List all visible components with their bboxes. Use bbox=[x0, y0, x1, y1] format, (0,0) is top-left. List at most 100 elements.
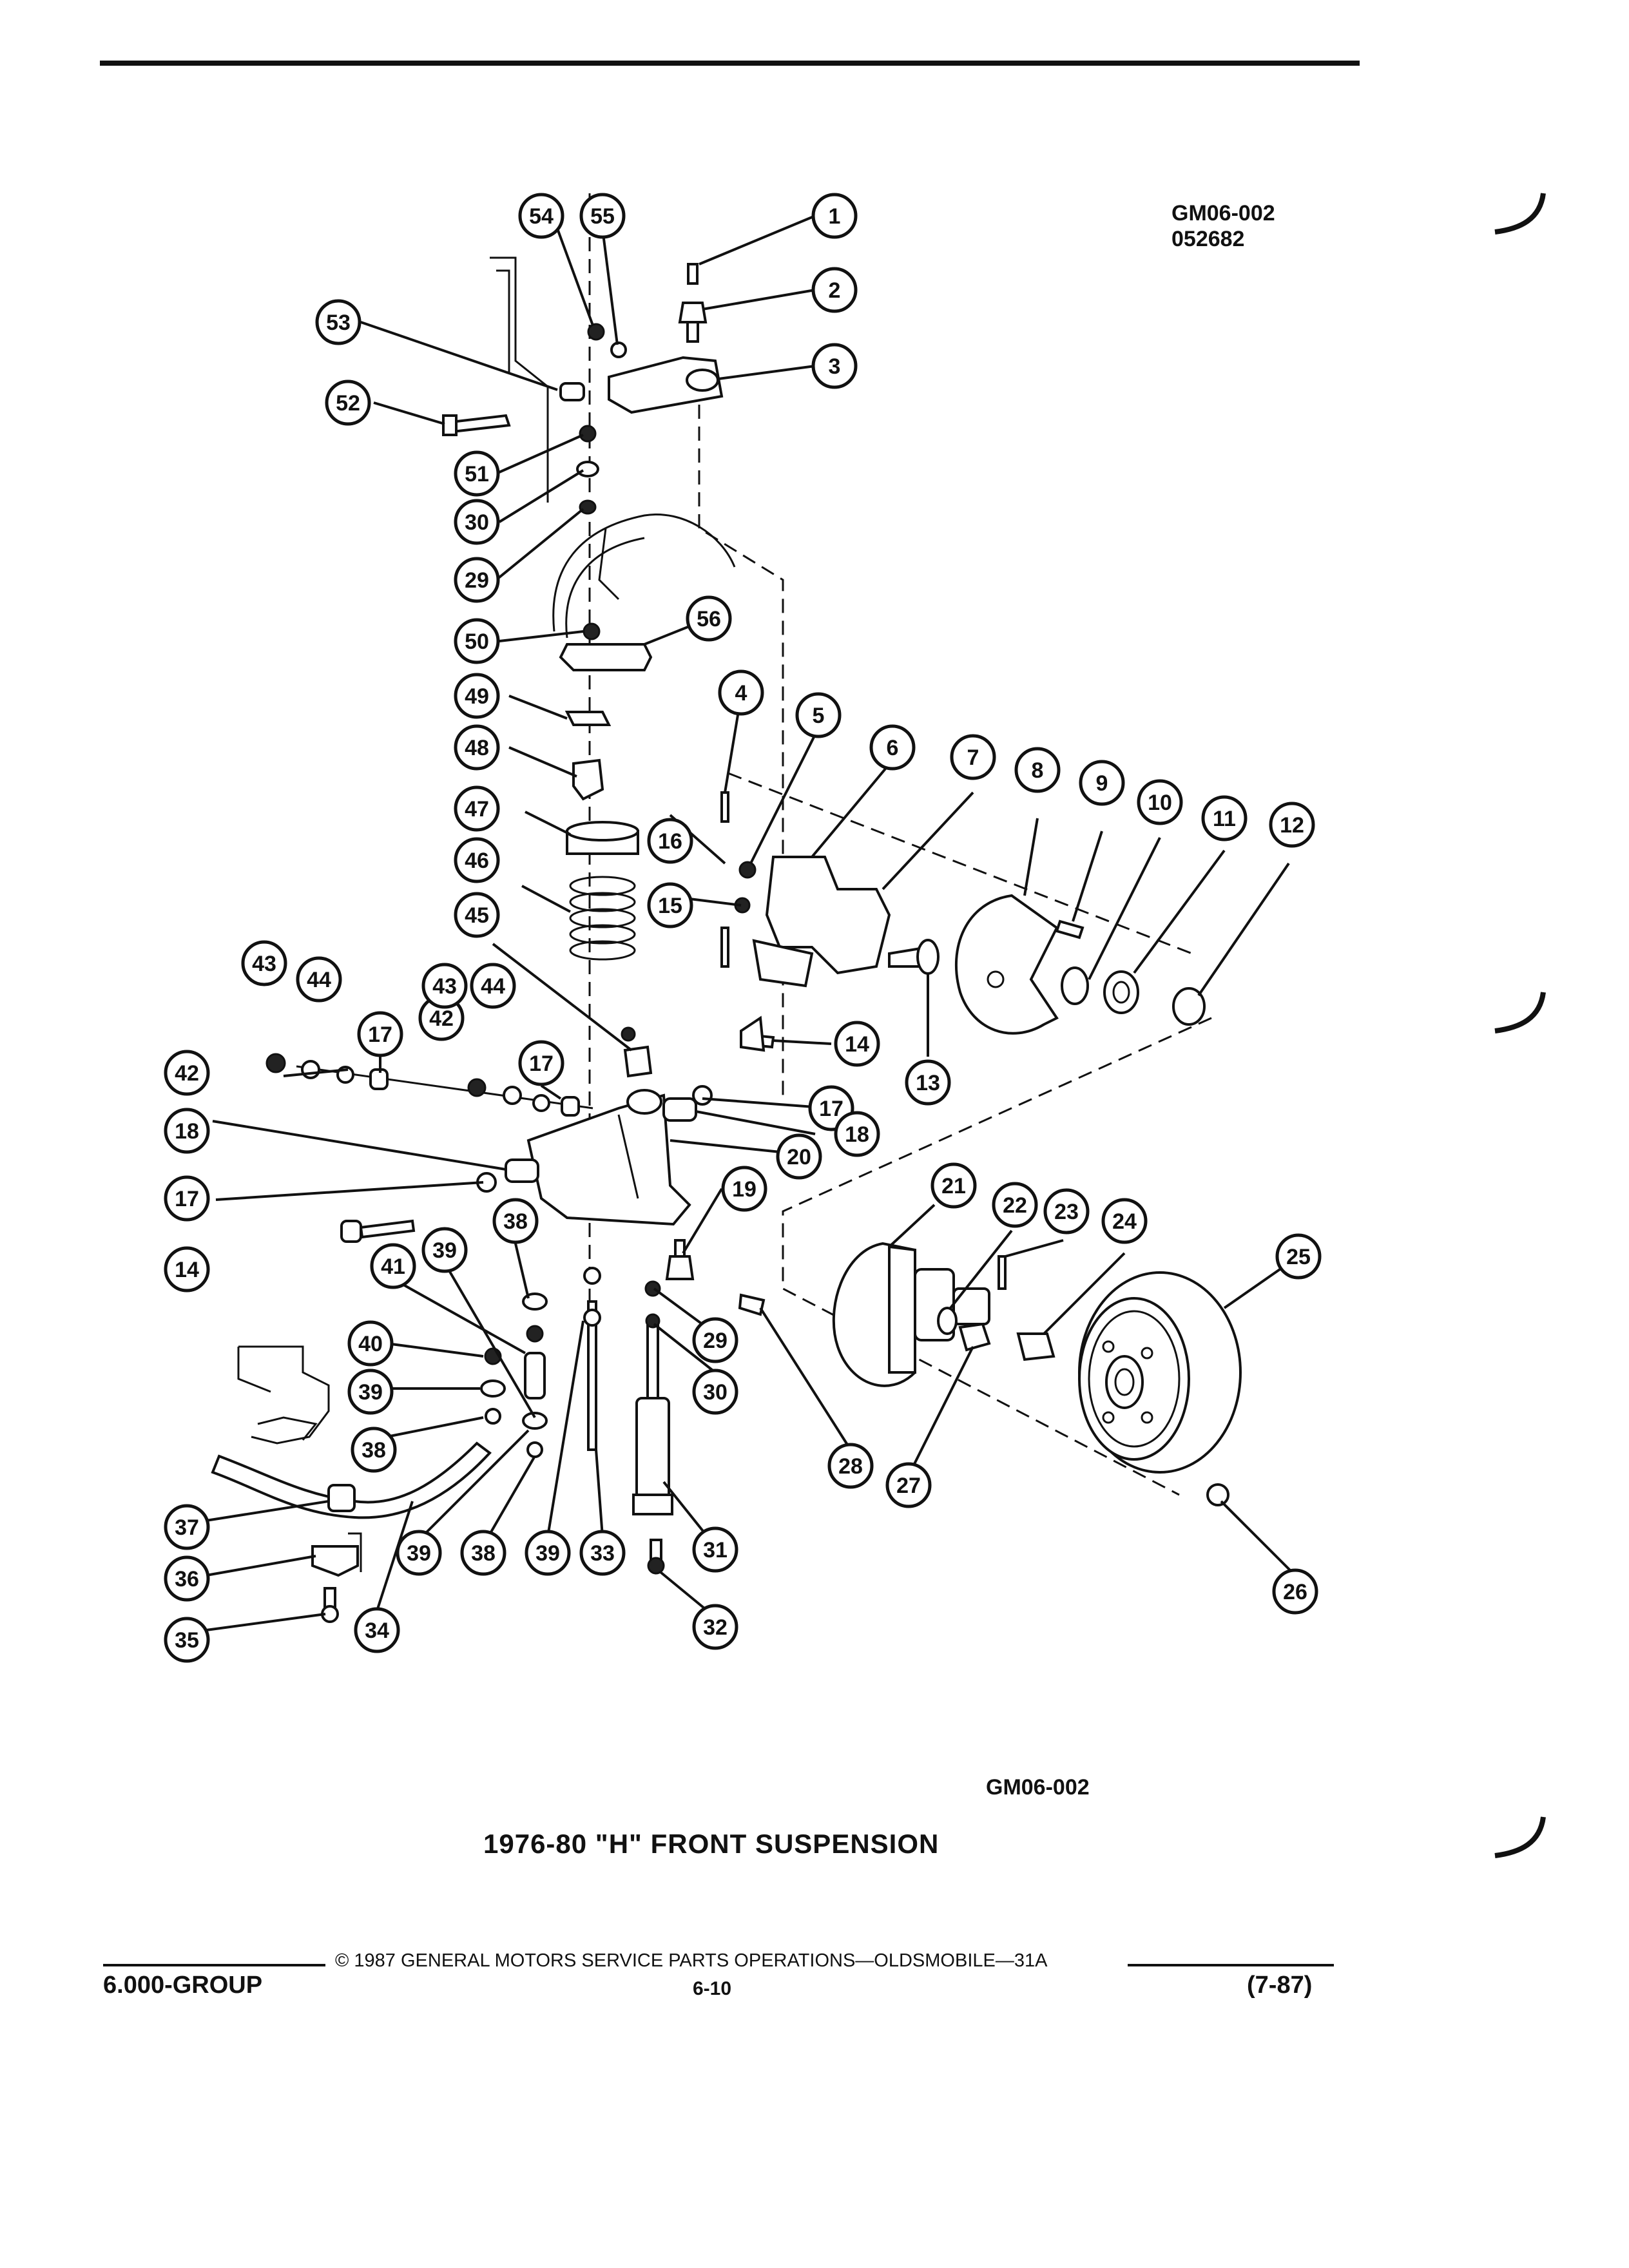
callout-circle bbox=[454, 673, 500, 719]
callout-circle bbox=[930, 1162, 977, 1209]
callout-circle bbox=[325, 380, 371, 426]
callout-circle bbox=[347, 1369, 394, 1415]
callout-circle bbox=[241, 940, 287, 986]
callout-number: 46 bbox=[465, 849, 489, 873]
callout-number: 53 bbox=[326, 311, 351, 335]
callout-number: 17 bbox=[368, 1023, 392, 1047]
callout-15: 15 bbox=[647, 882, 693, 928]
callout-circle bbox=[692, 1317, 738, 1363]
callout-circle bbox=[492, 1198, 539, 1244]
callout-17: 17 bbox=[164, 1175, 210, 1222]
callout-number: 35 bbox=[175, 1628, 199, 1653]
callout-53: 53 bbox=[315, 299, 361, 345]
footer-page-number: 6-10 bbox=[693, 1978, 732, 1999]
callout-35: 35 bbox=[164, 1617, 210, 1663]
callout-number: 21 bbox=[941, 1174, 966, 1198]
callout-circle bbox=[164, 1246, 210, 1293]
callout-number: 43 bbox=[252, 952, 276, 976]
callout-36: 36 bbox=[164, 1555, 210, 1602]
callout-number: 15 bbox=[658, 894, 682, 918]
callout-number: 41 bbox=[381, 1254, 405, 1279]
callout-number: 7 bbox=[967, 745, 979, 770]
callout-39: 39 bbox=[396, 1530, 442, 1576]
callout-number: 51 bbox=[465, 462, 489, 486]
callout-circle bbox=[421, 1227, 468, 1273]
callout-circle bbox=[992, 1182, 1038, 1228]
callout-13: 13 bbox=[905, 1059, 951, 1106]
callout-number: 38 bbox=[471, 1541, 496, 1566]
callout-number: 29 bbox=[703, 1329, 728, 1353]
callout-38: 38 bbox=[351, 1427, 397, 1473]
callout-circle bbox=[692, 1369, 738, 1415]
callout-number: 18 bbox=[845, 1122, 869, 1147]
callout-circle bbox=[834, 1111, 880, 1157]
callout-circle bbox=[454, 892, 500, 938]
callout-number: 55 bbox=[590, 204, 615, 229]
callout-9: 9 bbox=[1079, 760, 1125, 806]
callout-circle bbox=[460, 1530, 506, 1576]
callout-28: 28 bbox=[827, 1443, 874, 1489]
callout-circle bbox=[518, 1040, 564, 1086]
callout-number: 36 bbox=[175, 1567, 199, 1591]
callout-circle bbox=[579, 1530, 626, 1576]
footer-revision: (7-87) bbox=[1247, 1972, 1313, 1999]
callout-circle bbox=[1079, 760, 1125, 806]
callout-38: 38 bbox=[460, 1530, 506, 1576]
callout-4: 4 bbox=[718, 669, 764, 716]
callout-39: 39 bbox=[347, 1369, 394, 1415]
callout-circle bbox=[869, 724, 916, 771]
callout-number: 11 bbox=[1213, 807, 1236, 831]
callout-circle bbox=[470, 963, 516, 1009]
callout-6: 6 bbox=[869, 724, 916, 771]
callout-circle bbox=[827, 1443, 874, 1489]
callout-circle bbox=[811, 267, 858, 313]
callout-circle bbox=[1272, 1568, 1318, 1615]
callout-circle bbox=[692, 1526, 738, 1573]
callout-circle bbox=[1101, 1198, 1148, 1244]
footer-rule-left bbox=[103, 1964, 325, 1966]
callout-number: 3 bbox=[829, 354, 841, 379]
callout-number: 44 bbox=[307, 968, 331, 992]
callout-circle bbox=[1014, 747, 1061, 793]
callout-number: 47 bbox=[465, 797, 489, 822]
callout-number: 56 bbox=[697, 607, 721, 631]
callout-circle bbox=[718, 669, 764, 716]
callout-number: 20 bbox=[787, 1145, 811, 1169]
callout-number: 19 bbox=[732, 1177, 757, 1202]
callout-48: 48 bbox=[454, 724, 500, 771]
callout-44: 44 bbox=[296, 956, 342, 1003]
callout-circle bbox=[647, 818, 693, 864]
callout-number: 13 bbox=[916, 1071, 940, 1095]
callout-32: 32 bbox=[692, 1604, 738, 1650]
callout-54: 54 bbox=[518, 193, 564, 239]
callout-51: 51 bbox=[454, 450, 500, 497]
callout-circle bbox=[518, 193, 564, 239]
callout-number: 9 bbox=[1096, 771, 1108, 796]
callout-circle bbox=[357, 1011, 403, 1057]
callout-circle bbox=[1043, 1188, 1090, 1235]
callout-circle bbox=[1269, 802, 1315, 848]
callout-circle bbox=[164, 1504, 210, 1550]
callout-number: 50 bbox=[465, 629, 489, 654]
callout-number: 14 bbox=[845, 1032, 869, 1057]
header-date-code: 052682 bbox=[1171, 227, 1245, 251]
callout-circle bbox=[454, 618, 500, 664]
callout-19: 19 bbox=[721, 1166, 767, 1212]
figure-caption: 1976-80 "H" FRONT SUSPENSION bbox=[483, 1829, 940, 1859]
callout-number: 33 bbox=[590, 1541, 615, 1566]
callout-3: 3 bbox=[811, 343, 858, 389]
callout-number: 6 bbox=[887, 736, 899, 760]
callout-number: 52 bbox=[336, 391, 360, 416]
callout-circle bbox=[525, 1530, 571, 1576]
callout-circle bbox=[347, 1320, 394, 1367]
callout-number: 37 bbox=[175, 1515, 199, 1540]
callout-number: 25 bbox=[1286, 1245, 1311, 1269]
callout-number: 16 bbox=[658, 829, 682, 854]
callout-number: 42 bbox=[429, 1006, 454, 1031]
callout-56: 56 bbox=[686, 595, 732, 642]
callout-circle bbox=[647, 882, 693, 928]
callout-43: 43 bbox=[241, 940, 287, 986]
callout-39: 39 bbox=[525, 1530, 571, 1576]
